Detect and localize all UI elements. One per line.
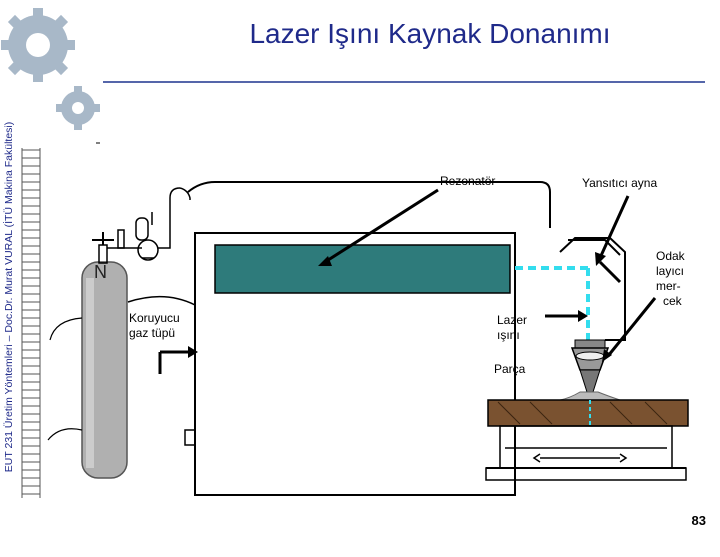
label-reflector: Yansıtıcı ayna [582,176,658,190]
regulator [107,187,181,261]
page-number: 83 [691,513,706,528]
label-beam-2: ışını [497,328,520,342]
gear-icon [1,8,75,82]
work-table [485,425,687,481]
workpiece [487,399,689,427]
label-rezonator: Rezonatör [440,174,496,188]
optics-head [559,237,626,341]
label-lens-3: mer- [656,279,681,293]
label-beam-1: Lazer [497,313,528,327]
cylinder-letter: N [94,262,107,282]
small-gear-icon [56,86,100,130]
label-part: Parça [494,362,526,376]
side-footer-text: EUT 231 Üretim Yöntemleri – Doc.Dr. Mura… [3,121,15,473]
label-lens-4: cek [663,294,682,308]
laser-beam [515,266,590,400]
resonator-cabinet [194,232,516,496]
label-lens-2: layıcı [656,264,685,278]
lens-nozzle [570,339,610,393]
slide-title: Lazer Işını Kaynak Donanımı [249,18,611,49]
gas-cylinder [81,232,128,479]
diagram-canvas [1,8,705,498]
label-gas-2: gaz tüpü [129,326,176,340]
label-lens-1: Odak [656,249,685,263]
label-gas-1: Koruyucu [129,311,180,325]
pointer-arrows [158,188,657,374]
